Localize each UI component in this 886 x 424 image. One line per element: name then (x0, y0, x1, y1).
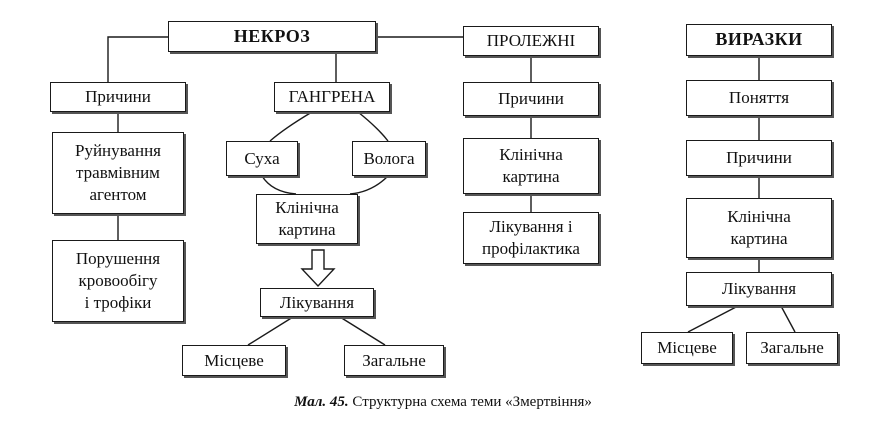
figure-caption-label: Мал. 45. (294, 394, 349, 410)
gangrene-dry-box: Суха (226, 141, 298, 176)
ulcers-general-box: Загальне (746, 332, 838, 364)
ulcers-title-box: ВИРАЗКИ (686, 24, 832, 56)
gangrene-wet-box: Волога (352, 141, 426, 176)
necrosis-cause-trauma-box: Руйнування травмівним агентом (52, 132, 184, 214)
gangrene-clinical-box: Клінічна картина (256, 194, 358, 244)
necrosis-causes-box: Причини (50, 82, 186, 112)
figure-caption: Мал. 45. Структурна схема теми «Змертвін… (0, 394, 886, 411)
necrosis-cause-circulation-box: Порушення кровообігу і трофіки (52, 240, 184, 322)
down-arrow-icon (300, 249, 336, 288)
ulcers-concept-box: Поняття (686, 80, 832, 116)
bedsores-clinical-box: Клінічна картина (463, 138, 599, 194)
figure-caption-text: Структурна схема теми «Змертвіння» (348, 394, 592, 410)
bedsores-title-box: ПРОЛЕЖНІ (463, 26, 599, 56)
ulcers-causes-box: Причини (686, 140, 832, 176)
bedsores-treatment-box: Лікування і профілактика (463, 212, 599, 264)
ulcers-clinical-box: Клінічна картина (686, 198, 832, 258)
gangrene-general-box: Загальне (344, 345, 444, 376)
bedsores-causes-box: Причини (463, 82, 599, 116)
ulcers-treatment-box: Лікування (686, 272, 832, 306)
ulcers-local-box: Місцеве (641, 332, 733, 364)
gangrene-local-box: Місцеве (182, 345, 286, 376)
gangrene-title-box: ГАНГРЕНА (274, 82, 390, 112)
gangrene-treatment-box: Лікування (260, 288, 374, 317)
necrosis-title-box: НЕКРОЗ (168, 21, 376, 52)
